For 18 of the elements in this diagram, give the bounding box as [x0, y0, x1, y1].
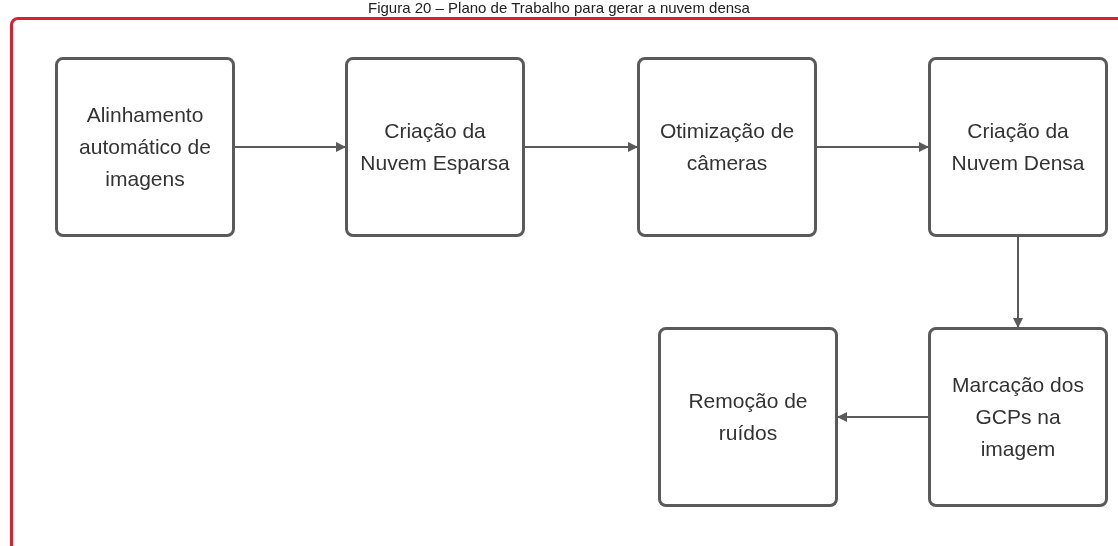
process-box [345, 57, 525, 237]
box-text: Criação da Nuvem Esparsa [359, 118, 511, 176]
process-box [928, 57, 1108, 237]
process-box [637, 57, 817, 237]
arrow [1013, 236, 1023, 328]
box-text: Criação da Nuvem Densa [950, 118, 1086, 176]
process-box [55, 57, 235, 237]
box-text: Marcação dos GCPs na imagem [951, 372, 1085, 462]
arrow [234, 142, 346, 152]
figure-title: Figura 20 – Plano de Trabalho para gerar a nuvem densa [367, 0, 751, 16]
process-box [928, 327, 1108, 507]
box-text: Remoção de ruídos [687, 388, 809, 446]
box-text: Alinhamento automático de imagens [78, 102, 212, 192]
arrow [816, 142, 929, 152]
arrow [524, 142, 638, 152]
arrow [837, 412, 929, 422]
process-box [658, 327, 838, 507]
box-text: Otimização de câmeras [658, 118, 796, 176]
